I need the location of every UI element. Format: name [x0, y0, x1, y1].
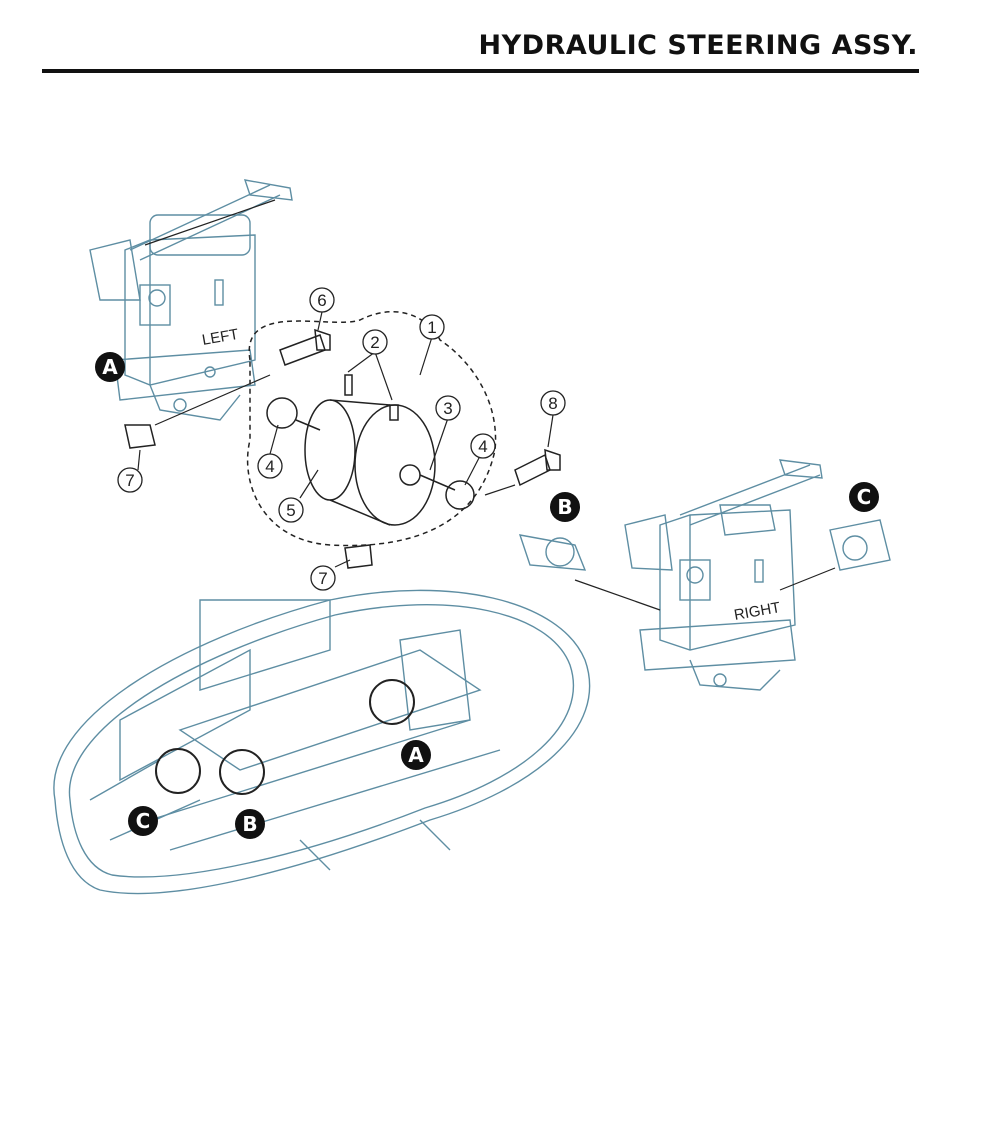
svg-text:7: 7 [125, 471, 134, 490]
svg-text:6: 6 [317, 291, 326, 310]
detail-label-b-frame: B [235, 809, 265, 839]
svg-text:C: C [857, 485, 872, 509]
callout-1: 1 [419, 314, 445, 340]
svg-text:C: C [136, 809, 151, 833]
svg-text:B: B [557, 495, 572, 519]
page-title: HYDRAULIC STEERING ASSY. [478, 30, 918, 61]
callout-5: 5 [278, 497, 304, 523]
left-gearbox-label: LEFT [201, 326, 240, 349]
leader-lines [137, 199, 836, 611]
callout-6: 6 [309, 287, 335, 313]
detail-label-c-frame: C [128, 806, 158, 836]
callout-4-left: 4 [257, 453, 283, 479]
right-gearbox [518, 459, 891, 691]
svg-text:7: 7 [318, 569, 327, 588]
detail-labels: A A B B C C [95, 352, 879, 839]
detail-label-a-top: A [95, 352, 125, 382]
svg-text:A: A [408, 743, 424, 767]
callout-4-right: 4 [470, 433, 496, 459]
machine-frame [53, 589, 591, 895]
title-rule [42, 69, 919, 73]
svg-text:3: 3 [443, 399, 452, 418]
svg-text:8: 8 [548, 394, 557, 413]
svg-text:1: 1 [427, 318, 436, 337]
callout-7-left: 7 [117, 467, 143, 493]
svg-text:B: B [242, 812, 257, 836]
callouts: 1 2 3 4 4 5 6 7 [117, 287, 566, 591]
hydraulic-cylinder [124, 311, 561, 569]
callout-7-bottom: 7 [310, 565, 336, 591]
svg-text:A: A [102, 355, 118, 379]
callout-3: 3 [435, 395, 461, 421]
detail-label-c-top: C [849, 482, 879, 512]
detail-label-b-top: B [550, 492, 580, 522]
svg-text:4: 4 [265, 457, 274, 476]
right-gearbox-label: RIGHT [733, 599, 782, 624]
svg-text:2: 2 [370, 333, 379, 352]
callout-2: 2 [362, 329, 388, 355]
detail-label-a-frame: A [401, 740, 431, 770]
svg-text:5: 5 [286, 501, 295, 520]
callout-8: 8 [540, 390, 566, 416]
svg-text:4: 4 [478, 437, 487, 456]
detail-circles [155, 679, 415, 795]
left-gearbox [89, 179, 293, 421]
